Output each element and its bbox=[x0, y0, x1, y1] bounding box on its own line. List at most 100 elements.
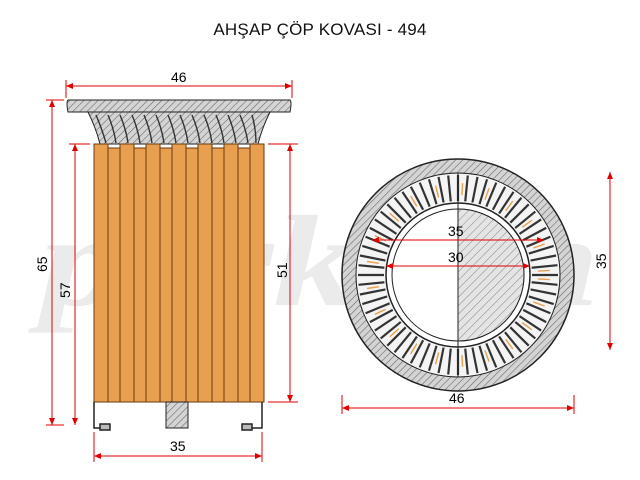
radial-slat bbox=[401, 191, 418, 215]
radial-slat bbox=[365, 302, 391, 315]
radial-slat bbox=[518, 218, 542, 235]
dim-body-height bbox=[69, 143, 90, 425]
radial-slat bbox=[409, 339, 425, 364]
radial-slat bbox=[361, 295, 388, 306]
wood-accent bbox=[537, 278, 550, 281]
wood-accent bbox=[461, 183, 464, 196]
lid-top bbox=[66, 99, 292, 113]
wood-accent bbox=[484, 350, 490, 362]
radial-slat bbox=[491, 186, 507, 211]
wood-accent bbox=[389, 212, 400, 222]
wood-accent bbox=[366, 260, 379, 264]
radial-slat bbox=[485, 342, 498, 368]
wood-accent bbox=[533, 301, 545, 307]
dim-inner-small-label: 30 bbox=[448, 249, 464, 265]
radial-slat bbox=[471, 176, 479, 203]
legs bbox=[93, 402, 263, 431]
radial-slat bbox=[509, 326, 530, 347]
radial-slat bbox=[359, 254, 386, 262]
dim-outer-width bbox=[341, 395, 575, 414]
radial-slat bbox=[374, 315, 398, 332]
wood-accent bbox=[366, 286, 379, 290]
radial-slat bbox=[530, 254, 557, 262]
radial-slat bbox=[418, 182, 431, 208]
wood-accent bbox=[533, 243, 545, 249]
radial-slat bbox=[504, 331, 523, 353]
radial-slat bbox=[358, 264, 385, 269]
radial-slat bbox=[478, 178, 489, 205]
radial-slat bbox=[522, 308, 547, 324]
wood-accent bbox=[434, 185, 440, 198]
radial-slat bbox=[380, 321, 402, 340]
wood-accent bbox=[505, 200, 514, 212]
radial-slat bbox=[447, 348, 452, 375]
radial-slat bbox=[498, 191, 515, 215]
radial-slat bbox=[369, 308, 394, 324]
dim-outer-height-label: 35 bbox=[593, 253, 609, 269]
radial-slat bbox=[464, 175, 469, 202]
wood-accent bbox=[410, 195, 418, 207]
radial-slat bbox=[478, 345, 489, 372]
radial-slat bbox=[393, 197, 412, 219]
dim-slat-height bbox=[268, 143, 298, 403]
dim-body-height-label: 57 bbox=[57, 282, 73, 298]
radial-slat bbox=[491, 339, 507, 364]
radial-slat bbox=[531, 264, 558, 269]
dim-total-height bbox=[46, 99, 64, 426]
radial-slat bbox=[525, 302, 551, 315]
radial-slat bbox=[380, 210, 402, 229]
wood-accent bbox=[484, 188, 490, 200]
drawing-title: AHŞAP ÇÖP KOVASI - 494 bbox=[213, 20, 427, 39]
radial-slat bbox=[393, 331, 412, 353]
radial-slat bbox=[514, 210, 536, 229]
radial-slat bbox=[386, 203, 407, 224]
radial-slat bbox=[528, 244, 555, 255]
wood-slats bbox=[93, 143, 265, 403]
radial-slat bbox=[498, 335, 515, 359]
radial-slat bbox=[514, 321, 536, 340]
wood-accent bbox=[461, 354, 464, 367]
radial-slat bbox=[386, 326, 407, 347]
radial-slat bbox=[427, 345, 438, 372]
wood-accent bbox=[505, 338, 514, 350]
radial-slat bbox=[504, 197, 523, 219]
dim-slat-height-label: 51 bbox=[274, 262, 290, 278]
radial-slat bbox=[437, 347, 445, 374]
radial-slat bbox=[509, 203, 530, 224]
radial-slat bbox=[485, 182, 498, 208]
wood-accent bbox=[537, 269, 550, 272]
dim-total-height-label: 65 bbox=[34, 256, 50, 272]
dim-outer-width-label: 46 bbox=[449, 390, 465, 406]
top-view: 35 30 46 35 bbox=[341, 158, 613, 414]
radial-slat bbox=[531, 281, 558, 286]
radial-slat bbox=[530, 288, 557, 296]
wood-accent bbox=[410, 343, 418, 355]
radial-slat bbox=[401, 335, 418, 359]
wood-accent bbox=[374, 308, 386, 315]
wood-accent bbox=[521, 322, 533, 331]
radial-slat bbox=[427, 178, 438, 205]
radial-slat bbox=[447, 175, 452, 202]
radial-slat bbox=[358, 281, 385, 286]
dim-top-width bbox=[65, 80, 293, 98]
wood-accent bbox=[434, 352, 440, 365]
radial-slat bbox=[374, 218, 398, 235]
radial-slat bbox=[518, 315, 542, 332]
side-view: 46 65 57 51 35 bbox=[34, 69, 298, 462]
dim-top-width-label: 46 bbox=[171, 69, 187, 85]
radial-slat bbox=[437, 176, 445, 203]
slat-ring bbox=[358, 175, 558, 375]
radial-slat bbox=[359, 288, 386, 296]
radial-slat bbox=[464, 348, 469, 375]
center-post bbox=[165, 401, 189, 429]
radial-slat bbox=[418, 342, 431, 368]
radial-slat bbox=[409, 186, 425, 211]
dim-base-width-label: 35 bbox=[170, 438, 186, 454]
radial-slat bbox=[361, 244, 388, 255]
dim-inner-large-label: 35 bbox=[448, 223, 464, 239]
radial-slat bbox=[528, 295, 555, 306]
radial-slat bbox=[471, 347, 479, 374]
dim-base-width bbox=[93, 432, 263, 462]
collar-flutes bbox=[95, 114, 257, 144]
